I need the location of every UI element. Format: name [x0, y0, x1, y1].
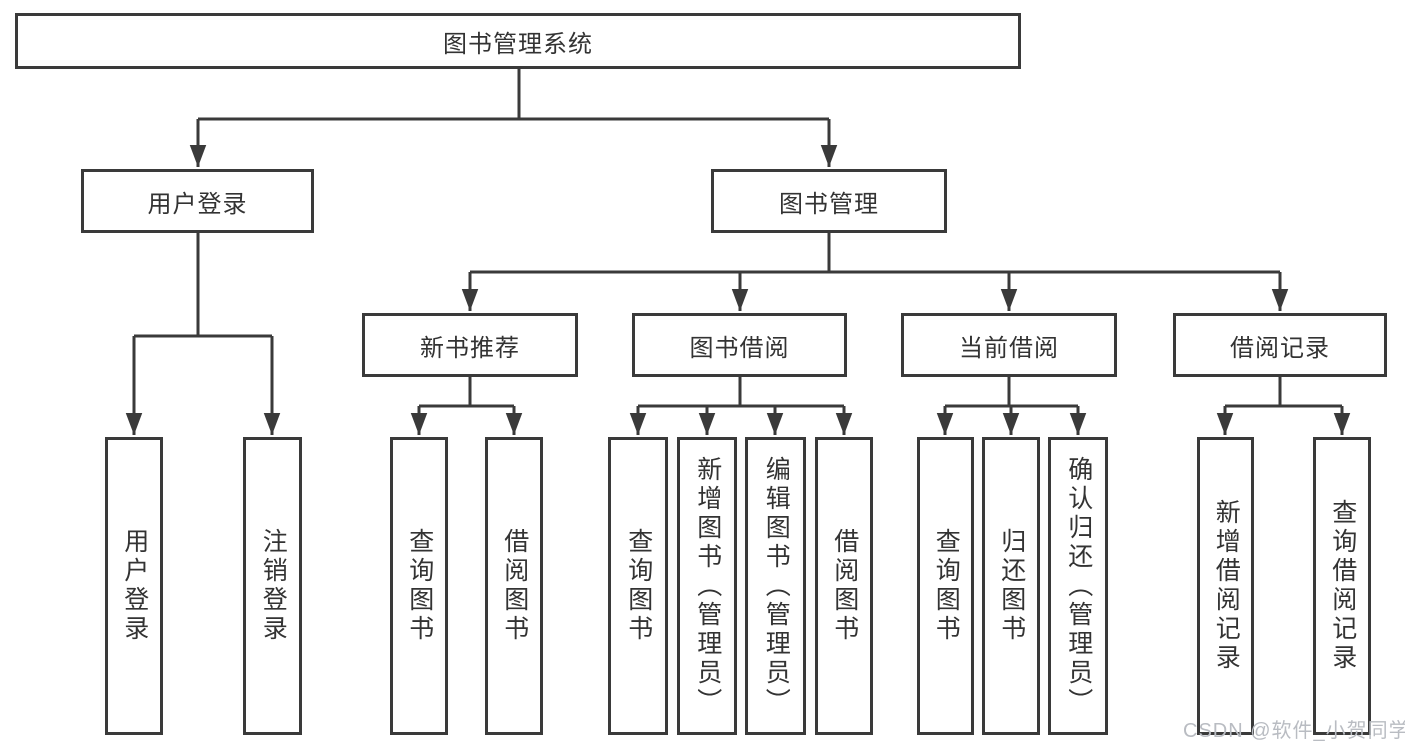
- leaf-borrowing-edit-books-admin: 编辑图书（管理员）: [745, 437, 806, 735]
- node-borrowing-records-label: 借阅记录: [1230, 334, 1330, 362]
- leaf-borrowing-query-books-label: 查询图书: [624, 528, 653, 644]
- connector-borrow-record-trunk: [1225, 377, 1342, 408]
- leaf-user-login: 用户登录: [105, 437, 163, 735]
- connector-book-borrow-trunk: [638, 377, 844, 408]
- leaf-borrowing-add-books-admin: 新增图书（管理员）: [677, 437, 737, 735]
- leaf-records-query-record-label: 查询借阅记录: [1328, 499, 1357, 673]
- node-new-book-recommend-label: 新书推荐: [420, 334, 520, 362]
- leaf-user-login-label: 用户登录: [120, 528, 149, 644]
- leaf-newbook-borrow-books: 借阅图书: [485, 437, 543, 735]
- leaf-borrowing-borrow-books: 借阅图书: [815, 437, 873, 735]
- csdn-watermark: CSDN @软件_小贺同学: [1183, 720, 1405, 742]
- leaf-newbook-query-books: 查询图书: [390, 437, 448, 735]
- leaf-records-add-record: 新增借阅记录: [1197, 437, 1254, 735]
- leaf-current-return-books: 归还图书: [982, 437, 1040, 735]
- leaf-newbook-borrow-books-label: 借阅图书: [500, 528, 529, 644]
- leaf-records-query-record: 查询借阅记录: [1313, 437, 1371, 735]
- node-root-system: 图书管理系统: [15, 13, 1021, 69]
- leaf-borrowing-borrow-books-label: 借阅图书: [830, 528, 859, 644]
- leaf-borrowing-edit-books-admin-label: 编辑图书（管理员）: [762, 455, 791, 717]
- leaf-logout-label: 注销登录: [259, 528, 288, 644]
- leaf-current-return-books-label: 归还图书: [997, 528, 1026, 644]
- node-book-management: 图书管理: [711, 169, 947, 233]
- node-new-book-recommend: 新书推荐: [362, 313, 578, 377]
- connector-book-mgmt-trunk: [470, 233, 1280, 274]
- leaf-current-confirm-return-admin: 确认归还（管理员）: [1048, 437, 1108, 735]
- node-book-borrowing-label: 图书借阅: [689, 334, 790, 362]
- leaf-borrowing-add-books-admin-label: 新增图书（管理员）: [693, 455, 722, 717]
- leaf-current-query-books: 查询图书: [917, 437, 974, 735]
- connector-root-trunk: [198, 69, 829, 121]
- leaf-current-query-books-label: 查询图书: [932, 528, 961, 644]
- leaf-current-confirm-return-admin-label: 确认归还（管理员）: [1064, 455, 1093, 717]
- connector-new-book-trunk: [419, 377, 514, 408]
- node-user-login-label: 用户登录: [147, 190, 248, 218]
- node-book-borrowing: 图书借阅: [632, 313, 847, 377]
- connector-user-login-trunk: [134, 233, 272, 338]
- leaf-logout: 注销登录: [243, 437, 302, 735]
- node-root-label: 图书管理系统: [443, 30, 593, 58]
- leaf-newbook-query-books-label: 查询图书: [405, 528, 434, 644]
- node-current-borrowing: 当前借阅: [901, 313, 1117, 377]
- node-borrowing-records: 借阅记录: [1173, 313, 1387, 377]
- leaf-records-add-record-label: 新增借阅记录: [1212, 499, 1241, 673]
- node-book-management-label: 图书管理: [779, 190, 879, 218]
- node-user-login: 用户登录: [81, 169, 314, 233]
- leaf-borrowing-query-books: 查询图书: [608, 437, 668, 735]
- connector-current-borrow-trunk: [945, 377, 1078, 408]
- node-current-borrowing-label: 当前借阅: [959, 334, 1059, 362]
